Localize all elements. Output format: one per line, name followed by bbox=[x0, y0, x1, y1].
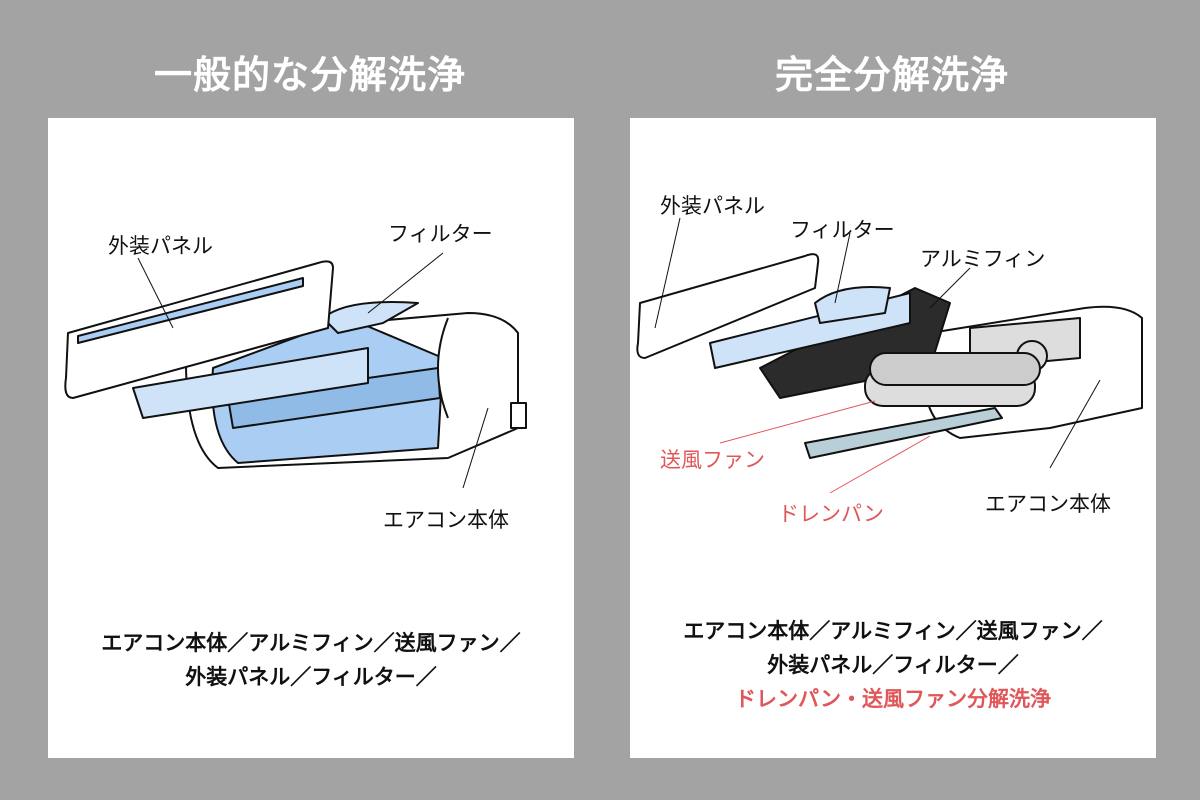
left-panel: 外装パネル フィルター エアコン本体 エアコン本体／アルミフィン／送風ファン／ … bbox=[48, 118, 574, 758]
caption-line-2: 外装パネル／フィルター／ bbox=[185, 665, 437, 689]
left-title: 一般的な分解洗浄 bbox=[153, 53, 466, 97]
label-filter: フィルター bbox=[790, 218, 895, 242]
caption-line-1: エアコン本体／アルミフィン／送風ファン／ bbox=[683, 619, 1103, 643]
label-drain-pan: ドレンパン bbox=[778, 502, 885, 526]
left-caption: エアコン本体／アルミフィン／送風ファン／ 外装パネル／フィルター／ bbox=[48, 626, 574, 694]
aircon-general-illustration bbox=[64, 252, 527, 489]
right-panel: 外装パネル フィルター アルミフィン 送風ファン ドレンパン エアコン本体 エア… bbox=[630, 118, 1156, 758]
label-aluminum-fin: アルミフィン bbox=[920, 247, 1046, 271]
label-exterior-panel: 外装パネル bbox=[660, 194, 765, 218]
label-aircon-body: エアコン本体 bbox=[383, 508, 509, 532]
label-filter: フィルター bbox=[388, 222, 493, 246]
caption-line-1: エアコン本体／アルミフィン／送風ファン／ bbox=[101, 631, 521, 655]
right-caption: エアコン本体／アルミフィン／送風ファン／ 外装パネル／フィルター／ ドレンパン・… bbox=[630, 614, 1156, 716]
label-aircon-body: エアコン本体 bbox=[985, 492, 1111, 516]
caption-highlight: ドレンパン・送風ファン分解洗浄 bbox=[734, 687, 1052, 711]
label-blower-fan: 送風ファン bbox=[660, 448, 765, 472]
caption-line-2: 外装パネル／フィルター／ bbox=[767, 653, 1019, 677]
label-exterior-panel: 外装パネル bbox=[108, 234, 213, 258]
right-title: 完全分解洗浄 bbox=[774, 53, 1009, 97]
aircon-full-disassembly-illustration bbox=[636, 217, 1143, 494]
